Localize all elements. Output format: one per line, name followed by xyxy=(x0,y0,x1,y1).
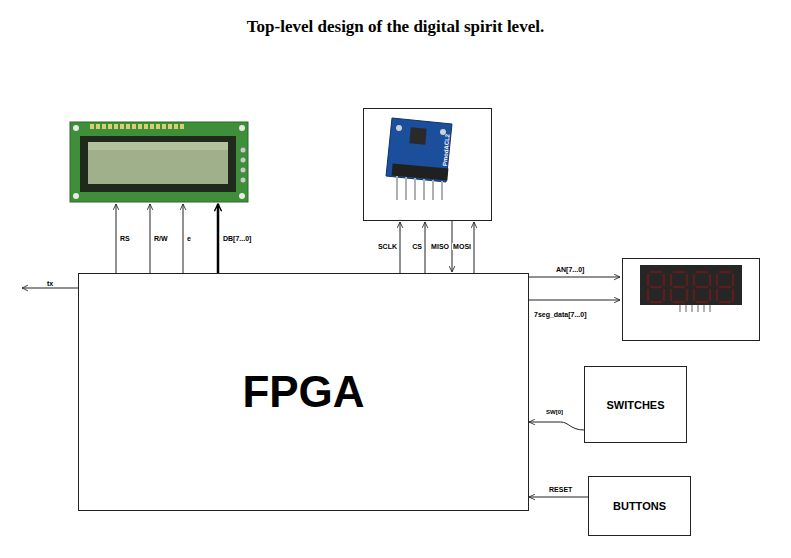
signal-label: MOSI xyxy=(452,243,472,250)
edge-label: RESET xyxy=(548,486,573,493)
fpga-block: FPGA xyxy=(78,273,529,511)
signal-label: tx xyxy=(46,280,54,287)
lcd-module xyxy=(70,122,248,202)
accelerometer-module xyxy=(364,109,492,221)
buttons-box: BUTTONS xyxy=(588,476,691,536)
signal-label: CS xyxy=(411,243,423,250)
signal-label: MISO xyxy=(430,243,450,250)
signal-connector xyxy=(529,497,588,498)
signal-label: e xyxy=(186,235,192,242)
signal-label: R/W xyxy=(153,235,169,242)
node-text: SWITCHES xyxy=(606,399,664,411)
diagram-title: Top-level design of the digital spirit l… xyxy=(0,17,791,37)
seven-segment-display xyxy=(623,259,760,341)
signal-connector xyxy=(529,422,584,430)
edge-label: SW[0] xyxy=(545,409,564,415)
node-text: FPGA xyxy=(242,367,364,417)
signal-label: AN[7...0] xyxy=(555,266,585,273)
signal-label: SCLK xyxy=(377,243,398,250)
node-text: BUTTONS xyxy=(613,500,666,512)
signal-label: RS xyxy=(119,235,131,242)
signal-label: DB[7...0] xyxy=(222,235,252,242)
signal-label: 7seg_data[7...0] xyxy=(533,311,588,318)
switches-box: SWITCHES xyxy=(584,366,687,443)
